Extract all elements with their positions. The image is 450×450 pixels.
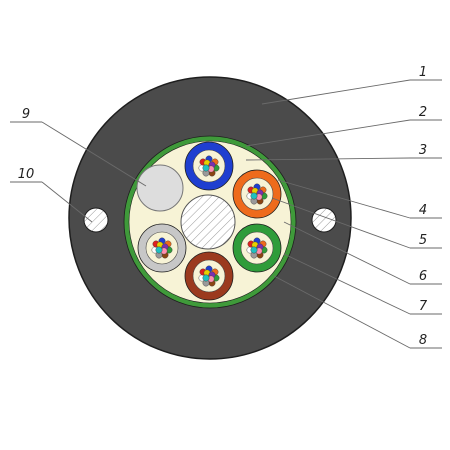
strength-member-right <box>311 207 337 233</box>
leader-line-5 <box>271 197 411 249</box>
module-orange <box>232 169 282 219</box>
leader-line-1 <box>261 79 411 105</box>
callout-label-2: 2 <box>419 105 427 120</box>
module-blue <box>184 141 234 191</box>
callout-label-1: 1 <box>419 65 427 80</box>
leader-line-4 <box>277 179 411 219</box>
leader-line-9 <box>41 121 147 187</box>
buffer-tube-modules <box>137 141 282 301</box>
central-strength-member <box>180 194 236 250</box>
callout-label-10: 10 <box>18 167 35 182</box>
callout-label-9: 9 <box>22 107 30 122</box>
optical-fiber <box>202 164 210 172</box>
optical-fiber <box>250 246 258 254</box>
optical-fiber <box>202 274 210 282</box>
callout-label-5: 5 <box>419 233 427 248</box>
callout-label-3: 3 <box>419 143 427 158</box>
leader-line-3 <box>245 157 411 161</box>
module-green <box>232 223 282 273</box>
callout-label-6: 6 <box>419 269 427 284</box>
optical-fiber <box>155 246 163 254</box>
strength-member-left <box>83 207 109 233</box>
leader-line-8 <box>273 275 411 349</box>
module-brown <box>184 251 234 301</box>
callout-label-8: 8 <box>419 333 427 348</box>
module-grey <box>137 223 187 273</box>
leader-line-7 <box>283 253 411 315</box>
callout-label-4: 4 <box>419 203 427 218</box>
leader-line-10 <box>41 181 93 223</box>
optical-fiber <box>250 192 258 200</box>
callouts: 1 2 3 4 5 6 7 8 9 10 <box>10 65 442 349</box>
dummy-element <box>136 164 184 212</box>
callout-label-7: 7 <box>419 299 428 314</box>
leader-line-2 <box>245 119 411 147</box>
leader-line-6 <box>283 221 411 285</box>
